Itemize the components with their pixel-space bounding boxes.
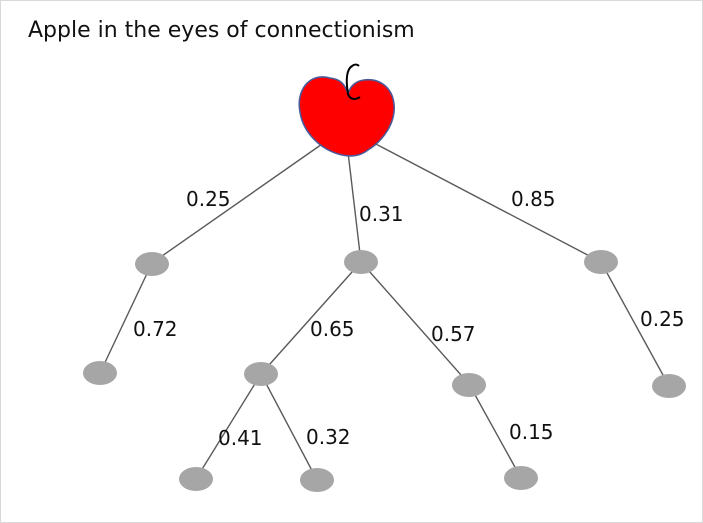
- edge-middle-left: [260, 261, 362, 375]
- edge-root-right: [371, 141, 602, 263]
- node-right-leaf: [652, 374, 686, 398]
- weight-root-left: 0.25: [186, 187, 231, 211]
- apple-icon: [298, 63, 395, 157]
- node-right: [584, 250, 618, 274]
- node-middle-left: [244, 362, 278, 386]
- edge-left-child: [99, 262, 153, 374]
- edge-mr-child: [468, 383, 522, 479]
- weight-left-child: 0.72: [133, 317, 178, 341]
- node-mr-leaf: [504, 466, 538, 490]
- edge-root-left: [151, 141, 326, 264]
- node-left: [135, 252, 169, 276]
- edge-ml-right: [260, 373, 318, 481]
- weight-middle-left: 0.65: [310, 317, 355, 341]
- weight-root-right: 0.85: [511, 187, 556, 211]
- diagram-title: Apple in the eyes of connectionism: [28, 18, 415, 43]
- edge-root-middle: [347, 151, 362, 263]
- node-middle: [344, 250, 378, 274]
- edge-right-child: [600, 261, 670, 387]
- node-middle-right: [452, 373, 486, 397]
- weight-ml-right: 0.32: [306, 425, 351, 449]
- node-ml-left-leaf: [179, 467, 213, 491]
- weight-ml-left: 0.41: [218, 426, 263, 450]
- weight-mr-child: 0.15: [509, 420, 554, 444]
- node-left-leaf: [83, 361, 117, 385]
- weight-root-middle: 0.31: [359, 202, 404, 226]
- edge-middle-right: [360, 261, 470, 385]
- edge-ml-left: [195, 373, 262, 480]
- node-ml-right-leaf: [300, 468, 334, 492]
- weight-right-child: 0.25: [640, 307, 685, 331]
- weight-middle-right: 0.57: [431, 322, 476, 346]
